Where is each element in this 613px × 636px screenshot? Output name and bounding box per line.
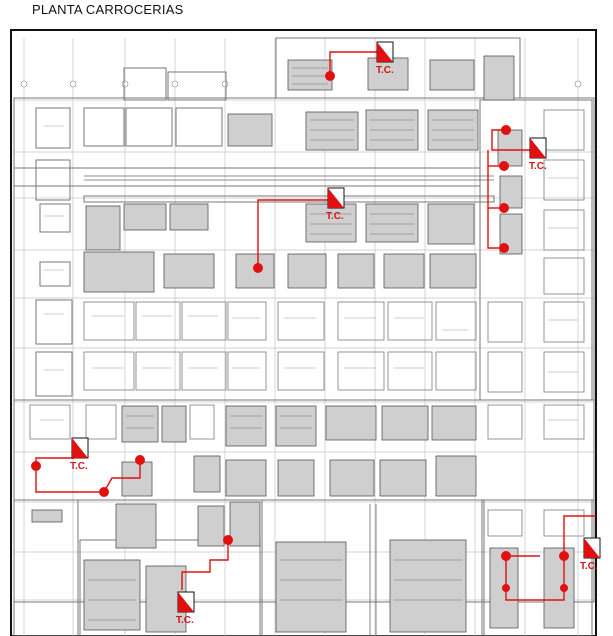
warehouse-blocks	[29, 109, 585, 537]
equipment-areas	[31, 55, 575, 633]
tc-marker-right-upper: T.C.	[529, 137, 547, 172]
tc-label: T.C.	[580, 561, 598, 572]
tc-label: T.C.	[326, 211, 344, 222]
tc-marker-left-lower: T.C.	[70, 437, 89, 472]
equipment-hatching	[88, 67, 474, 621]
connection-points	[31, 71, 569, 592]
tc-marker-top-center: T.C.	[376, 41, 394, 76]
tc-label: T.C.	[176, 615, 194, 626]
block-label-marks	[40, 125, 578, 421]
tc-marker-right-lower: T.C.	[580, 537, 601, 572]
plan-frame	[10, 29, 597, 636]
tc-label: T.C.	[70, 461, 88, 472]
tc-marker-bottom-center: T.C.	[176, 591, 195, 626]
circuit-routes	[35, 51, 596, 601]
building-outlines	[13, 37, 595, 636]
grid-bubbles	[20, 80, 582, 88]
tc-label: T.C.	[376, 65, 394, 76]
conveyor-line	[84, 175, 494, 636]
page-title: PLANTA CARROCERIAS	[32, 2, 184, 17]
tc-label: T.C.	[529, 161, 547, 172]
tc-marker-center: T.C.	[326, 187, 345, 222]
